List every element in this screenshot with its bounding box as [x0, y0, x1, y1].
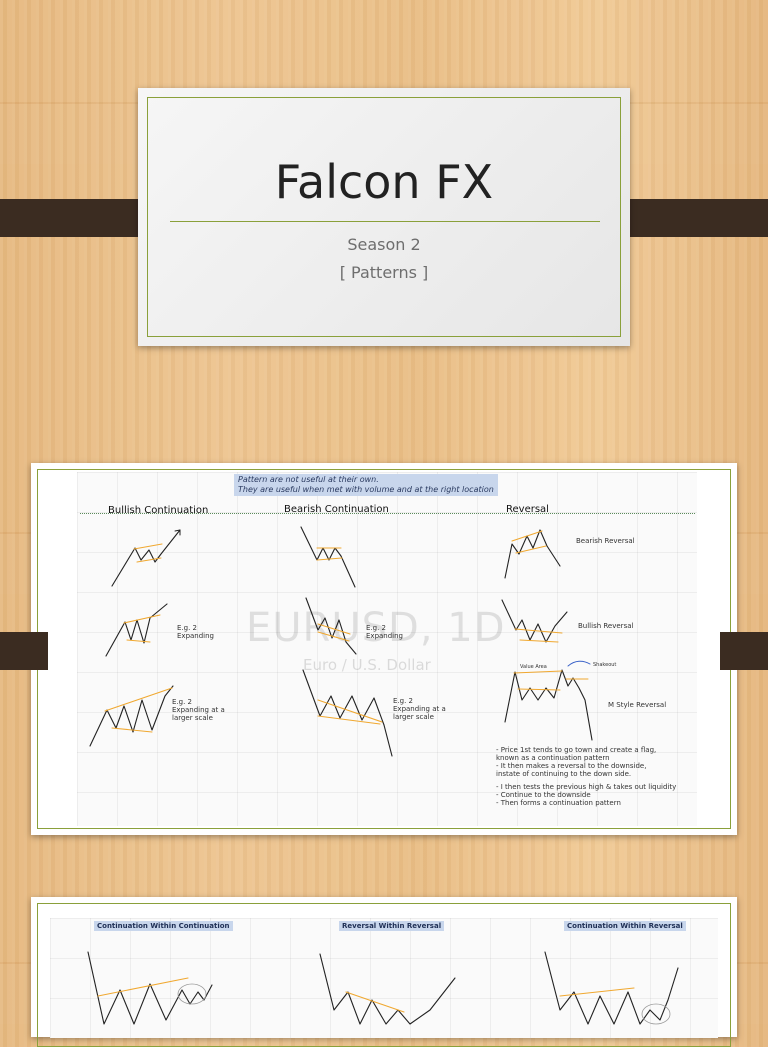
tag-continuation-within-reversal: Continuation Within Reversal [564, 921, 686, 931]
label-expanding: E.g. 2 Expanding [177, 624, 215, 640]
bullet-line: - Continue to the downside [496, 791, 591, 799]
label-expanding-bearish: E.g. 2 Expanding [366, 624, 404, 640]
cwr-highlight [641, 1003, 671, 1025]
title-slide-frame [147, 97, 621, 337]
bullet-line: - Price 1st tends to go town and create … [496, 746, 657, 754]
label-bullish-reversal: Bullish Reversal [578, 622, 634, 630]
bullet-line: known as a continuation pattern [496, 754, 610, 762]
binder-clip-right [612, 199, 768, 237]
binder-clip-right-2 [720, 632, 768, 670]
cwr-trend [559, 987, 635, 997]
cwc-price [87, 951, 213, 1025]
bearish-flag-bounds [316, 547, 343, 561]
bullish-reversal-price [501, 599, 568, 643]
cwr-price [544, 951, 679, 1025]
watermark-pair: Euro / U.S. Dollar [303, 656, 431, 674]
tag-continuation-within-continuation: Continuation Within Continuation [94, 921, 233, 931]
explanation-bullets: - Price 1st tends to go town and create … [496, 746, 676, 807]
third-slide-drawings [87, 951, 679, 1025]
label-larger-scale: E.g. 2 Expanding at a larger scale [172, 698, 225, 722]
bullish-larger-price [89, 685, 174, 747]
rwr-trend [345, 991, 405, 1013]
bearish-larger-bounds [317, 699, 383, 725]
tag-reversal-within-reversal: Reversal Within Reversal [339, 921, 445, 931]
cwc-highlight [177, 983, 207, 1005]
bearish-larger-price [302, 669, 393, 757]
label-value-area: Value Area [520, 664, 547, 670]
bullish-flag-bounds [133, 543, 163, 563]
m-style-price [504, 669, 593, 741]
rwr-price [319, 953, 456, 1025]
bullet-line: - It then makes a reversal to the downsi… [496, 762, 647, 770]
slide-title: Falcon FX [274, 155, 494, 209]
m-style-value-area [513, 670, 589, 691]
binder-clip-left [0, 199, 156, 237]
bullet-line: - I then tests the previous high & takes… [496, 783, 677, 791]
bullish-flag-price [111, 529, 181, 587]
bearish-reversal-bounds [511, 530, 547, 554]
bullish-expanding-bounds [123, 614, 161, 643]
cwc-trend [97, 977, 189, 997]
bullish-flag-arrow [174, 529, 181, 536]
label-bearish-reversal: Bearish Reversal [576, 537, 635, 545]
patterns-note: Pattern are not useful at their own. The… [234, 474, 498, 496]
header-bearish-continuation: Bearish Continuation [284, 504, 389, 515]
label-shakeout: Shakeout [593, 662, 617, 668]
label-m-style-reversal: M Style Reversal [608, 701, 667, 709]
pattern-drawings [89, 526, 593, 757]
slide-topic: [ Patterns ] [339, 263, 429, 282]
title-slide[interactable] [138, 88, 630, 346]
label-larger-scale-bearish: E.g. 2 Expanding at a larger scale [393, 697, 446, 721]
bullet-line: - Then forms a continuation pattern [496, 799, 621, 807]
watermark-symbol: EURUSD, 1D [246, 605, 506, 651]
header-bullish-continuation: Bullish Continuation [108, 505, 209, 516]
bearish-expanding-bounds [317, 623, 351, 642]
header-reversal: Reversal [506, 504, 549, 515]
binder-clip-left-2 [0, 632, 48, 670]
patterns-note-line1: Pattern are not useful at their own. [238, 475, 379, 484]
third-chart-area [50, 918, 718, 1038]
bullish-reversal-bounds [514, 628, 563, 643]
bullish-larger-bounds [104, 687, 173, 733]
slide-season: Season 2 [347, 235, 421, 254]
shakeout-arrow [567, 660, 591, 667]
bullet-line: instate of continuing to the down side. [496, 770, 632, 778]
title-divider [170, 221, 600, 222]
patterns-note-line2: They are useful when met with volume and… [238, 485, 494, 494]
bearish-expanding-price [305, 597, 357, 655]
bearish-reversal-price [504, 529, 561, 579]
header-dotted-rule [80, 513, 695, 514]
